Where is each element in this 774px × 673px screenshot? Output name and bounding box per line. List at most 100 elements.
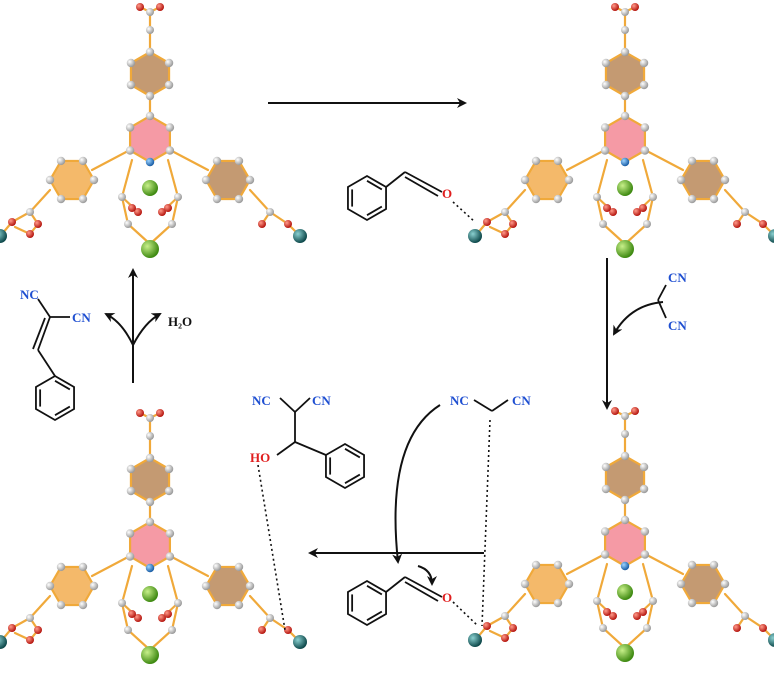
atom bbox=[126, 486, 136, 496]
atom bbox=[603, 204, 611, 212]
intermediate-bond bbox=[294, 397, 311, 413]
atom bbox=[125, 123, 135, 132]
atom bbox=[0, 635, 7, 649]
cn-metal-dotted bbox=[481, 419, 491, 627]
bond bbox=[170, 195, 180, 226]
atom bbox=[141, 240, 159, 258]
atom bbox=[168, 220, 176, 228]
center-ring bbox=[603, 114, 647, 164]
bond bbox=[28, 188, 52, 214]
atom bbox=[234, 562, 244, 572]
carbonyl-bond bbox=[404, 576, 443, 598]
bond bbox=[595, 158, 609, 199]
double-bond bbox=[366, 610, 383, 621]
atom bbox=[617, 180, 633, 196]
atom bbox=[26, 636, 34, 644]
atom bbox=[631, 3, 639, 11]
product-bond bbox=[37, 298, 51, 318]
left-ring bbox=[523, 159, 571, 201]
atom bbox=[212, 156, 222, 166]
bond bbox=[723, 592, 747, 618]
bond bbox=[503, 188, 527, 214]
cn-label-product: CN bbox=[72, 310, 91, 325]
oxygen-label-top: O bbox=[442, 186, 452, 201]
atom bbox=[468, 229, 482, 243]
atom bbox=[531, 598, 541, 608]
atom bbox=[609, 208, 617, 216]
atom bbox=[600, 550, 610, 559]
bond bbox=[595, 195, 605, 226]
product-bond bbox=[37, 349, 56, 377]
atom bbox=[134, 208, 142, 216]
atom bbox=[620, 561, 630, 571]
oxygen-label-bottom: O bbox=[442, 590, 452, 605]
atom bbox=[145, 157, 155, 167]
atom bbox=[89, 581, 99, 591]
atom bbox=[640, 527, 650, 536]
atom bbox=[174, 193, 182, 201]
carbonyl-bond-2 bbox=[404, 176, 439, 197]
atom bbox=[620, 515, 630, 525]
atom bbox=[599, 624, 607, 632]
atom bbox=[611, 407, 619, 415]
carbonyl-bond bbox=[404, 171, 443, 193]
water-branch-left bbox=[104, 313, 134, 346]
atom bbox=[158, 208, 166, 216]
atom bbox=[26, 614, 34, 622]
atom bbox=[128, 204, 136, 212]
nc-label-bottom: NC bbox=[450, 393, 469, 408]
atom bbox=[621, 8, 629, 16]
atom bbox=[720, 579, 730, 589]
top-ring bbox=[129, 50, 171, 98]
atom bbox=[483, 218, 491, 226]
nc-label-intermediate: NC bbox=[252, 393, 271, 408]
atom bbox=[201, 581, 211, 591]
atom bbox=[520, 579, 530, 589]
atom bbox=[56, 600, 66, 610]
atom bbox=[165, 529, 175, 538]
left-ring bbox=[48, 565, 96, 607]
bond bbox=[645, 195, 655, 226]
atom bbox=[501, 208, 509, 216]
atom bbox=[164, 80, 174, 90]
atom bbox=[118, 599, 126, 607]
atom bbox=[234, 156, 244, 166]
atom bbox=[126, 58, 136, 68]
atom bbox=[639, 608, 647, 616]
atom bbox=[56, 194, 66, 204]
atom bbox=[768, 633, 774, 647]
bond bbox=[643, 148, 685, 172]
atom bbox=[258, 626, 266, 634]
atom bbox=[245, 581, 255, 591]
double-bond bbox=[366, 180, 383, 191]
atom bbox=[639, 462, 649, 472]
atom bbox=[720, 175, 730, 185]
atom bbox=[603, 608, 611, 616]
atom bbox=[531, 560, 541, 570]
atom bbox=[616, 644, 634, 662]
atom bbox=[759, 220, 767, 228]
o-metal-dotted-2 bbox=[452, 601, 478, 626]
bond bbox=[623, 626, 649, 650]
atom bbox=[145, 497, 155, 507]
atom bbox=[639, 484, 649, 494]
center-ring bbox=[603, 518, 647, 568]
atom bbox=[643, 220, 651, 228]
atom bbox=[620, 451, 630, 461]
bond bbox=[148, 222, 174, 246]
atom bbox=[158, 614, 166, 622]
atom bbox=[593, 193, 601, 201]
atom bbox=[164, 486, 174, 496]
atom bbox=[640, 550, 650, 559]
atom bbox=[164, 204, 172, 212]
benzene-ring bbox=[347, 579, 387, 627]
atom bbox=[501, 634, 509, 642]
atom bbox=[709, 156, 719, 166]
atom bbox=[620, 157, 630, 167]
atom bbox=[564, 579, 574, 589]
bond bbox=[595, 599, 605, 630]
intermediate-bond bbox=[276, 441, 296, 456]
atom bbox=[164, 464, 174, 474]
atom bbox=[676, 175, 686, 185]
